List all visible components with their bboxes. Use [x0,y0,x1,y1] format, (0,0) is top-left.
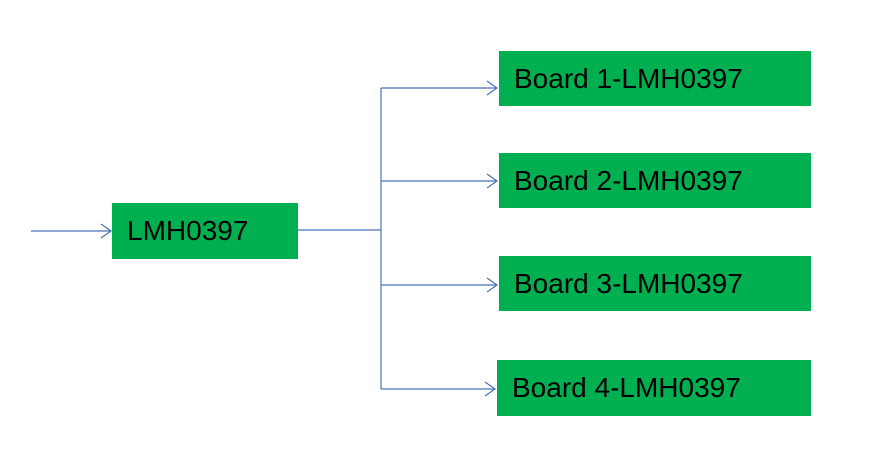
branch-4-arrow-head [484,381,497,397]
board-box-3: Board 3-LMH0397 [499,256,811,311]
board-box-1: Board 1-LMH0397 [499,51,811,106]
board-label-4: Board 4-LMH0397 [512,372,741,403]
board-label-3: Board 3-LMH0397 [514,267,743,299]
branch-2-arrow-head [486,173,499,189]
board-label-2: Board 2-LMH0397 [514,164,743,196]
board-box-4: Board 4-LMH0397 [497,360,811,416]
board-box-2: Board 2-LMH0397 [499,153,811,208]
source-chip-box: LMH0397 [112,203,298,259]
branch-1-arrow-head [486,80,499,96]
source-chip-label: LMH0397 [127,215,249,246]
board-label-1: Board 1-LMH0397 [514,62,743,94]
input-arrow-head [100,223,113,239]
branch-3-arrow-head [486,277,499,293]
